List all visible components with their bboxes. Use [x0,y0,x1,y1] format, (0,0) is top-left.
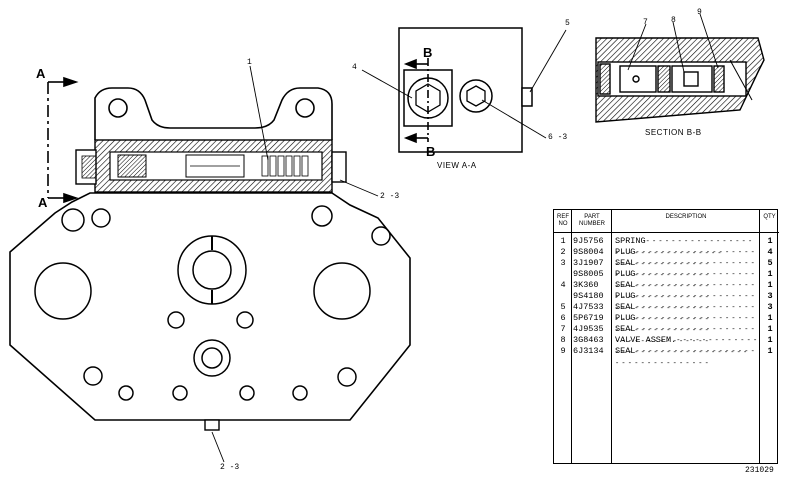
table-row: 19J5756SPRING1 [554,236,777,247]
table-divider [571,210,572,463]
table-row: 54J7533SEAL3 [554,302,777,313]
description-cell: PLUG [615,247,757,271]
table-divider [759,210,760,463]
table-row: 43K360SEAL1 [554,280,777,291]
parts-list-table: REF NO PART NUMBER DESCRIPTION QTY 1 9J57… [553,209,779,464]
qty-cell: 1 [767,324,773,334]
part-number-cell: 9S4180 [573,291,604,301]
qty-cell: 1 [767,346,773,356]
ref-cell: 4 [560,280,566,290]
description-cell: SEAL [615,280,757,304]
description-cell: VALVE ASSEM. [615,335,757,359]
table-row: 74J9535SEAL1 [554,324,777,335]
part-number-cell: 6J3134 [573,346,604,356]
description-cell: PLUG [615,313,757,337]
callout-8: 8 [671,16,676,25]
table-row: 29S8004PLUG4 [554,247,777,258]
caption-section-bb: SECTION B-B [645,128,702,137]
header-ref-no: REF NO [554,210,572,233]
callout-9: 9 [697,8,702,17]
section-mark-b-bottom: B [426,144,436,159]
table-row: 96J3134SEAL1 [554,346,777,357]
ref-cell: 1 [560,236,566,246]
qty-cell: 1 [767,236,773,246]
section-mark-b-top: B [423,45,433,60]
part-number-cell: 9S8004 [573,247,604,257]
qty-cell: 1 [767,335,773,345]
part-number-cell: 3G8463 [573,335,604,345]
section-bb [595,37,765,123]
ref-cell: 5 [560,302,566,312]
view-aa-leaders [361,29,567,139]
section-a-cut-line [47,76,79,204]
callout-2-3-right: 2 -3 [380,192,400,201]
callout-4: 4 [352,63,357,72]
callout-1: 1 [247,58,252,67]
qty-cell: 1 [767,269,773,279]
section-b-arrows [403,58,428,144]
callout-7: 7 [643,18,648,27]
description-cell: SEAL [615,324,757,348]
caption-view-aa: VIEW A-A [437,161,477,170]
qty-cell: 1 [767,280,773,290]
callout-2-3-bottom: 2 -3 [220,463,240,472]
description-cell: SEAL [615,346,757,370]
description-cell: SEAL [615,302,757,326]
qty-cell: 3 [767,291,773,301]
table-row: 65P6719PLUG1 [554,313,777,324]
plate-holes [34,205,391,401]
bottom-port [204,419,220,431]
qty-cell: 3 [767,302,773,312]
ref-cell: 9 [560,346,566,356]
header-part-number: PART NUMBER [572,210,612,233]
qty-cell: 5 [767,258,773,268]
table-divider [611,210,612,463]
header-qty: QTY [760,210,779,233]
ref-cell: 7 [560,324,566,334]
description-cell: PLUG [615,291,757,315]
main-leader-lines [211,65,379,463]
section-mark-a-top: A [36,66,46,81]
callout-6-3: 6 -3 [548,133,568,142]
description-cell: SPRING [615,236,757,260]
main-valve-body [9,87,411,421]
qty-cell: 4 [767,247,773,257]
section-mark-a-bottom: A [38,195,48,210]
table-row: 9S8005PLUG1 [554,269,777,280]
ref-cell: 8 [560,335,566,345]
description-cell: SEAL [615,258,757,282]
view-aa [398,27,533,153]
part-number-cell: 4J9535 [573,324,604,334]
callout-5: 5 [565,19,570,28]
table-row: 33J1907SEAL5 [554,258,777,269]
part-number-cell: 5P6719 [573,313,604,323]
part-number-cell: 3J1907 [573,258,604,268]
part-number-cell: 3K360 [573,280,599,290]
ref-cell: 3 [560,258,566,268]
qty-cell: 1 [767,313,773,323]
ref-cell: 6 [560,313,566,323]
drawing-number: 231029 [745,466,774,475]
valve-bore-section [75,139,347,193]
part-number-cell: 4J7533 [573,302,604,312]
ref-cell: 2 [560,247,566,257]
table-row: 9S4180PLUG3 [554,291,777,302]
description-cell: PLUG [615,269,757,293]
section-bb-leaders [627,13,719,73]
part-number-cell: 9J5756 [573,236,604,246]
header-description: DESCRIPTION [612,210,760,233]
part-number-cell: 9S8005 [573,269,604,279]
